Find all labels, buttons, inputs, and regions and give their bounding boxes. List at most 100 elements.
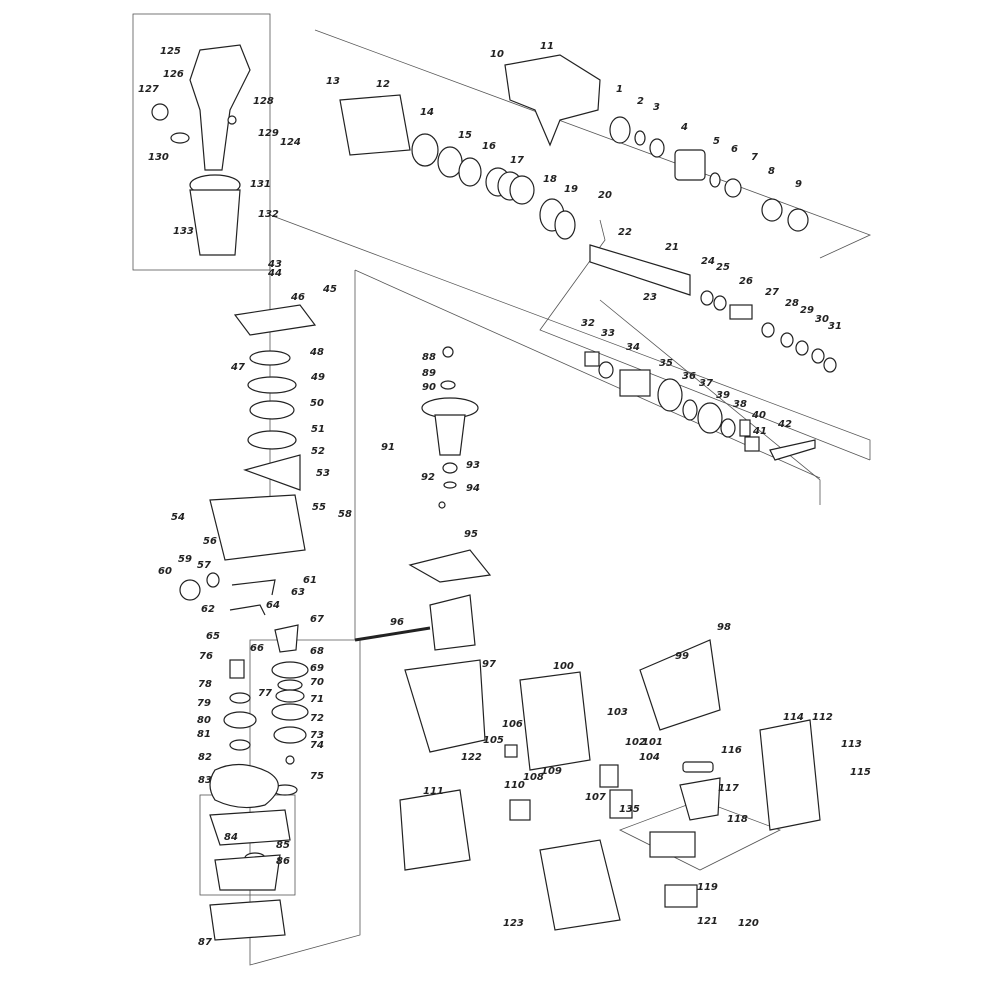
part-number-label: 26 (739, 276, 753, 287)
part-number-label: 29 (800, 305, 814, 316)
base-part (209, 899, 286, 941)
part-number-label: 4 (681, 122, 688, 133)
gear-cover-part (209, 809, 291, 846)
part-number-label: 85 (276, 840, 290, 851)
part-number-label: 87 (198, 937, 212, 948)
part-number-label: 132 (258, 209, 279, 220)
part-number-label: 99 (675, 651, 689, 662)
part-number-label: 28 (785, 298, 799, 309)
part-number-label: 86 (276, 856, 290, 867)
part-number-label: 72 (310, 713, 324, 724)
part-number-label: 70 (310, 677, 324, 688)
part-number-label: 52 (311, 446, 325, 457)
part-number-label: 42 (778, 419, 792, 430)
part-number-label: 75 (310, 771, 324, 782)
crank-housing-part (209, 494, 306, 561)
part-number-label: 67 (310, 614, 324, 625)
part-number-label: 71 (310, 694, 324, 705)
part-number-label: 66 (250, 643, 264, 654)
part-number-label: 59 (178, 554, 192, 565)
part-number-label: 2 (637, 96, 644, 107)
part-number-label: 3 (653, 102, 660, 113)
part-number-label: 130 (148, 152, 169, 163)
part-number-label: 9 (795, 179, 802, 190)
part-number-label: 113 (841, 739, 862, 750)
part-number-label: 129 (258, 128, 279, 139)
part-number-label: 27 (765, 287, 779, 298)
part-number-label: 107 (585, 792, 606, 803)
part-number-label: 22 (618, 227, 632, 238)
battery-holder-part (539, 839, 621, 931)
part-number-label: 98 (717, 622, 731, 633)
part-number-label: 126 (163, 69, 184, 80)
part-number-label: 103 (607, 707, 628, 718)
part-number-label: 94 (466, 483, 480, 494)
part-number-label: 131 (250, 179, 271, 190)
part-number-label: 15 (458, 130, 472, 141)
part-number-label: 48 (310, 347, 324, 358)
lower-housing-part (399, 789, 471, 871)
part-number-label: 23 (643, 292, 657, 303)
part-number-label: 40 (752, 410, 766, 421)
housing-right-part (759, 719, 821, 831)
grip-part (189, 189, 241, 256)
part-number-label: 33 (601, 328, 615, 339)
part-number-label: 110 (504, 780, 525, 791)
part-number-label: 44 (268, 268, 282, 279)
switch-part (664, 884, 698, 908)
group-parts (151, 44, 837, 941)
part-number-label: 55 (312, 502, 326, 513)
part-number-label: 7 (751, 152, 758, 163)
part-number-label: 60 (158, 566, 172, 577)
part-number-label: 122 (461, 752, 482, 763)
part-number-label: 21 (665, 242, 679, 253)
part-number-label: 83 (198, 775, 212, 786)
part-number-label: 61 (303, 575, 317, 586)
part-number-label: 114 (783, 712, 804, 723)
part-number-label: 97 (482, 659, 496, 670)
housing-cover-part (519, 671, 591, 771)
part-number-label: 14 (420, 107, 434, 118)
part-number-label: 116 (721, 745, 742, 756)
part-number-label: 102 (625, 737, 646, 748)
part-number-label: 45 (323, 284, 337, 295)
part-number-label: 11 (540, 41, 554, 52)
part-number-label: 32 (581, 318, 595, 329)
part-number-label: 5 (713, 136, 720, 147)
part-number-label: 13 (326, 76, 340, 87)
part-number-label: 135 (619, 804, 640, 815)
part-number-label: 119 (697, 882, 718, 893)
armature-part (434, 414, 466, 456)
part-number-label: 92 (421, 472, 435, 483)
crank-frame (539, 219, 871, 461)
part-number-label: 43 (268, 259, 282, 270)
part-number-label: 68 (310, 646, 324, 657)
crank-cap-part (233, 304, 317, 336)
stator-part (429, 594, 476, 651)
part-number-label: 80 (197, 715, 211, 726)
part-number-label: 57 (197, 560, 211, 571)
part-number-label: 46 (291, 292, 305, 303)
part-number-label: 77 (258, 688, 272, 699)
part-number-label: 120 (738, 918, 759, 929)
part-number-label: 8 (768, 166, 775, 177)
armature-frame (354, 269, 821, 479)
part-number-label: 16 (482, 141, 496, 152)
part-number-label: 79 (197, 698, 211, 709)
part-number-label: 10 (490, 49, 504, 60)
part-number-label: 88 (422, 352, 436, 363)
part-number-label: 17 (510, 155, 524, 166)
part-number-label: 51 (311, 424, 325, 435)
part-number-label: 38 (733, 399, 747, 410)
part-number-label: 125 (160, 46, 181, 57)
part-number-label: 108 (523, 772, 544, 783)
part-number-label: 106 (502, 719, 523, 730)
part-number-label: 69 (310, 663, 324, 674)
part-number-label: 104 (639, 752, 660, 763)
side-handle-frame (132, 13, 271, 271)
part-number-label: 35 (659, 358, 673, 369)
part-number-label: 112 (812, 712, 833, 723)
gear-housing-part (504, 54, 601, 147)
part-number-label: 124 (280, 137, 301, 148)
part-number-label: 76 (199, 651, 213, 662)
